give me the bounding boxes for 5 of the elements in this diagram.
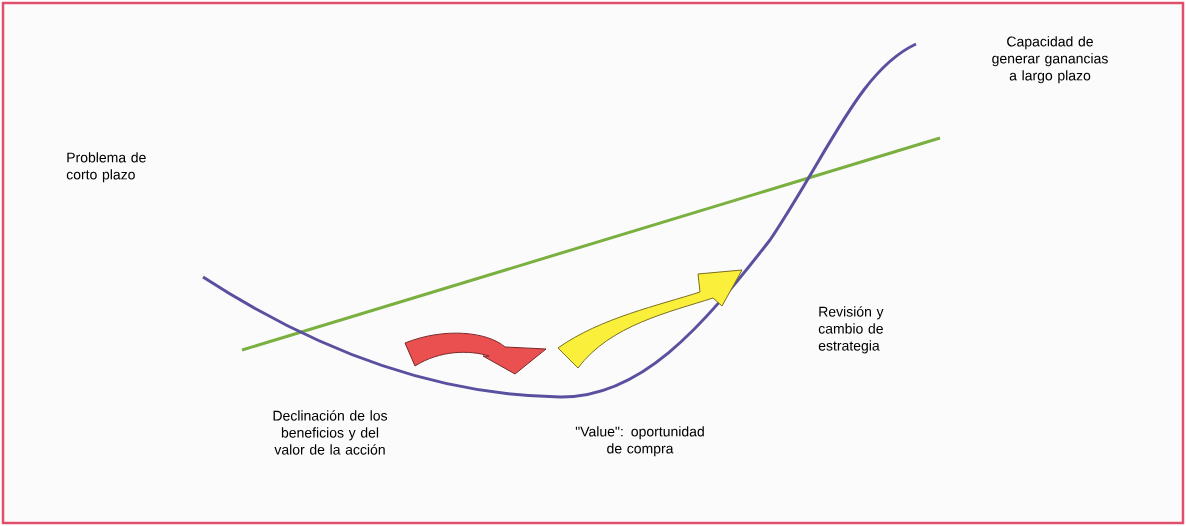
label-text: Revisión y cambio de estrategia [818, 306, 884, 354]
label-text: Declinación de los beneficios y del valor de la acción [273, 410, 388, 455]
label-text: Problema de corto plazo [66, 152, 146, 183]
label-text: "Value": oportunidad de compra [575, 426, 704, 457]
label-text: Capacidad de generar ganancias a largo plazo [992, 36, 1108, 84]
